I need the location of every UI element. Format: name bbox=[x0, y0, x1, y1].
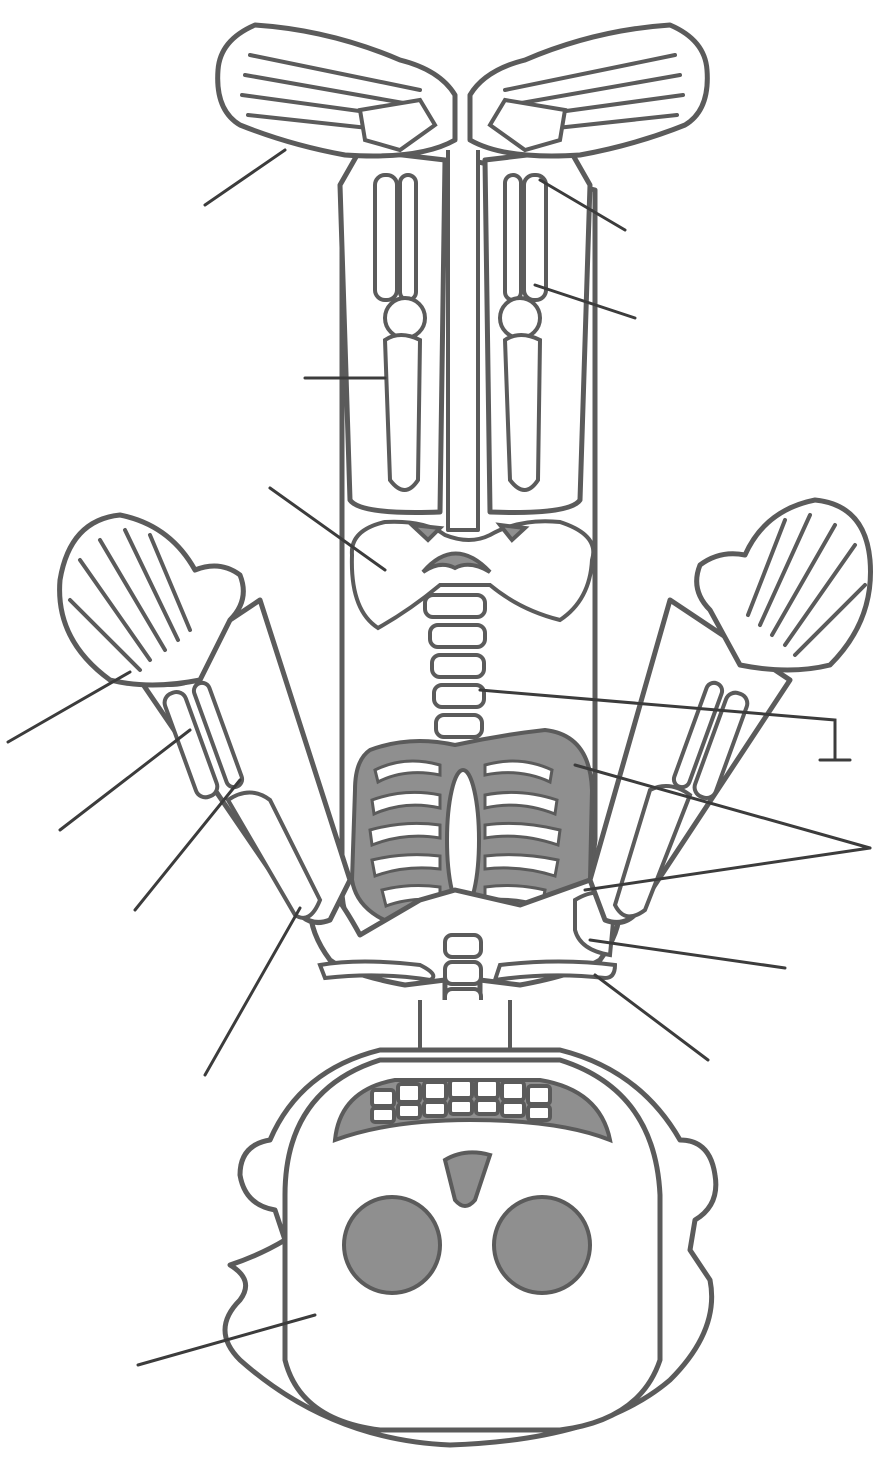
right-leg bbox=[485, 150, 590, 513]
left-clavicle bbox=[320, 962, 433, 981]
leader-line bbox=[205, 908, 300, 1075]
right-fibula bbox=[505, 175, 521, 300]
left-foot bbox=[218, 25, 455, 156]
left-leg bbox=[340, 150, 445, 513]
right-femur bbox=[505, 335, 540, 490]
right-eye-socket bbox=[494, 1197, 590, 1293]
right-knee-cap bbox=[500, 298, 540, 338]
right-tibia bbox=[524, 175, 546, 300]
leader-line bbox=[590, 940, 785, 968]
left-fibula bbox=[400, 175, 416, 300]
teeth bbox=[372, 1080, 550, 1122]
left-knee-cap bbox=[385, 298, 425, 338]
right-foot bbox=[470, 25, 707, 156]
leader-line bbox=[135, 780, 240, 910]
leader-line bbox=[595, 975, 708, 1060]
leader-line bbox=[60, 730, 190, 830]
head bbox=[225, 1050, 716, 1445]
leg-gap bbox=[448, 150, 478, 530]
neck bbox=[420, 1000, 510, 1050]
leader-line bbox=[8, 672, 130, 742]
leader-line bbox=[205, 150, 285, 205]
left-eye-socket bbox=[344, 1197, 440, 1293]
left-tibia bbox=[375, 175, 397, 300]
left-femur bbox=[385, 335, 420, 490]
